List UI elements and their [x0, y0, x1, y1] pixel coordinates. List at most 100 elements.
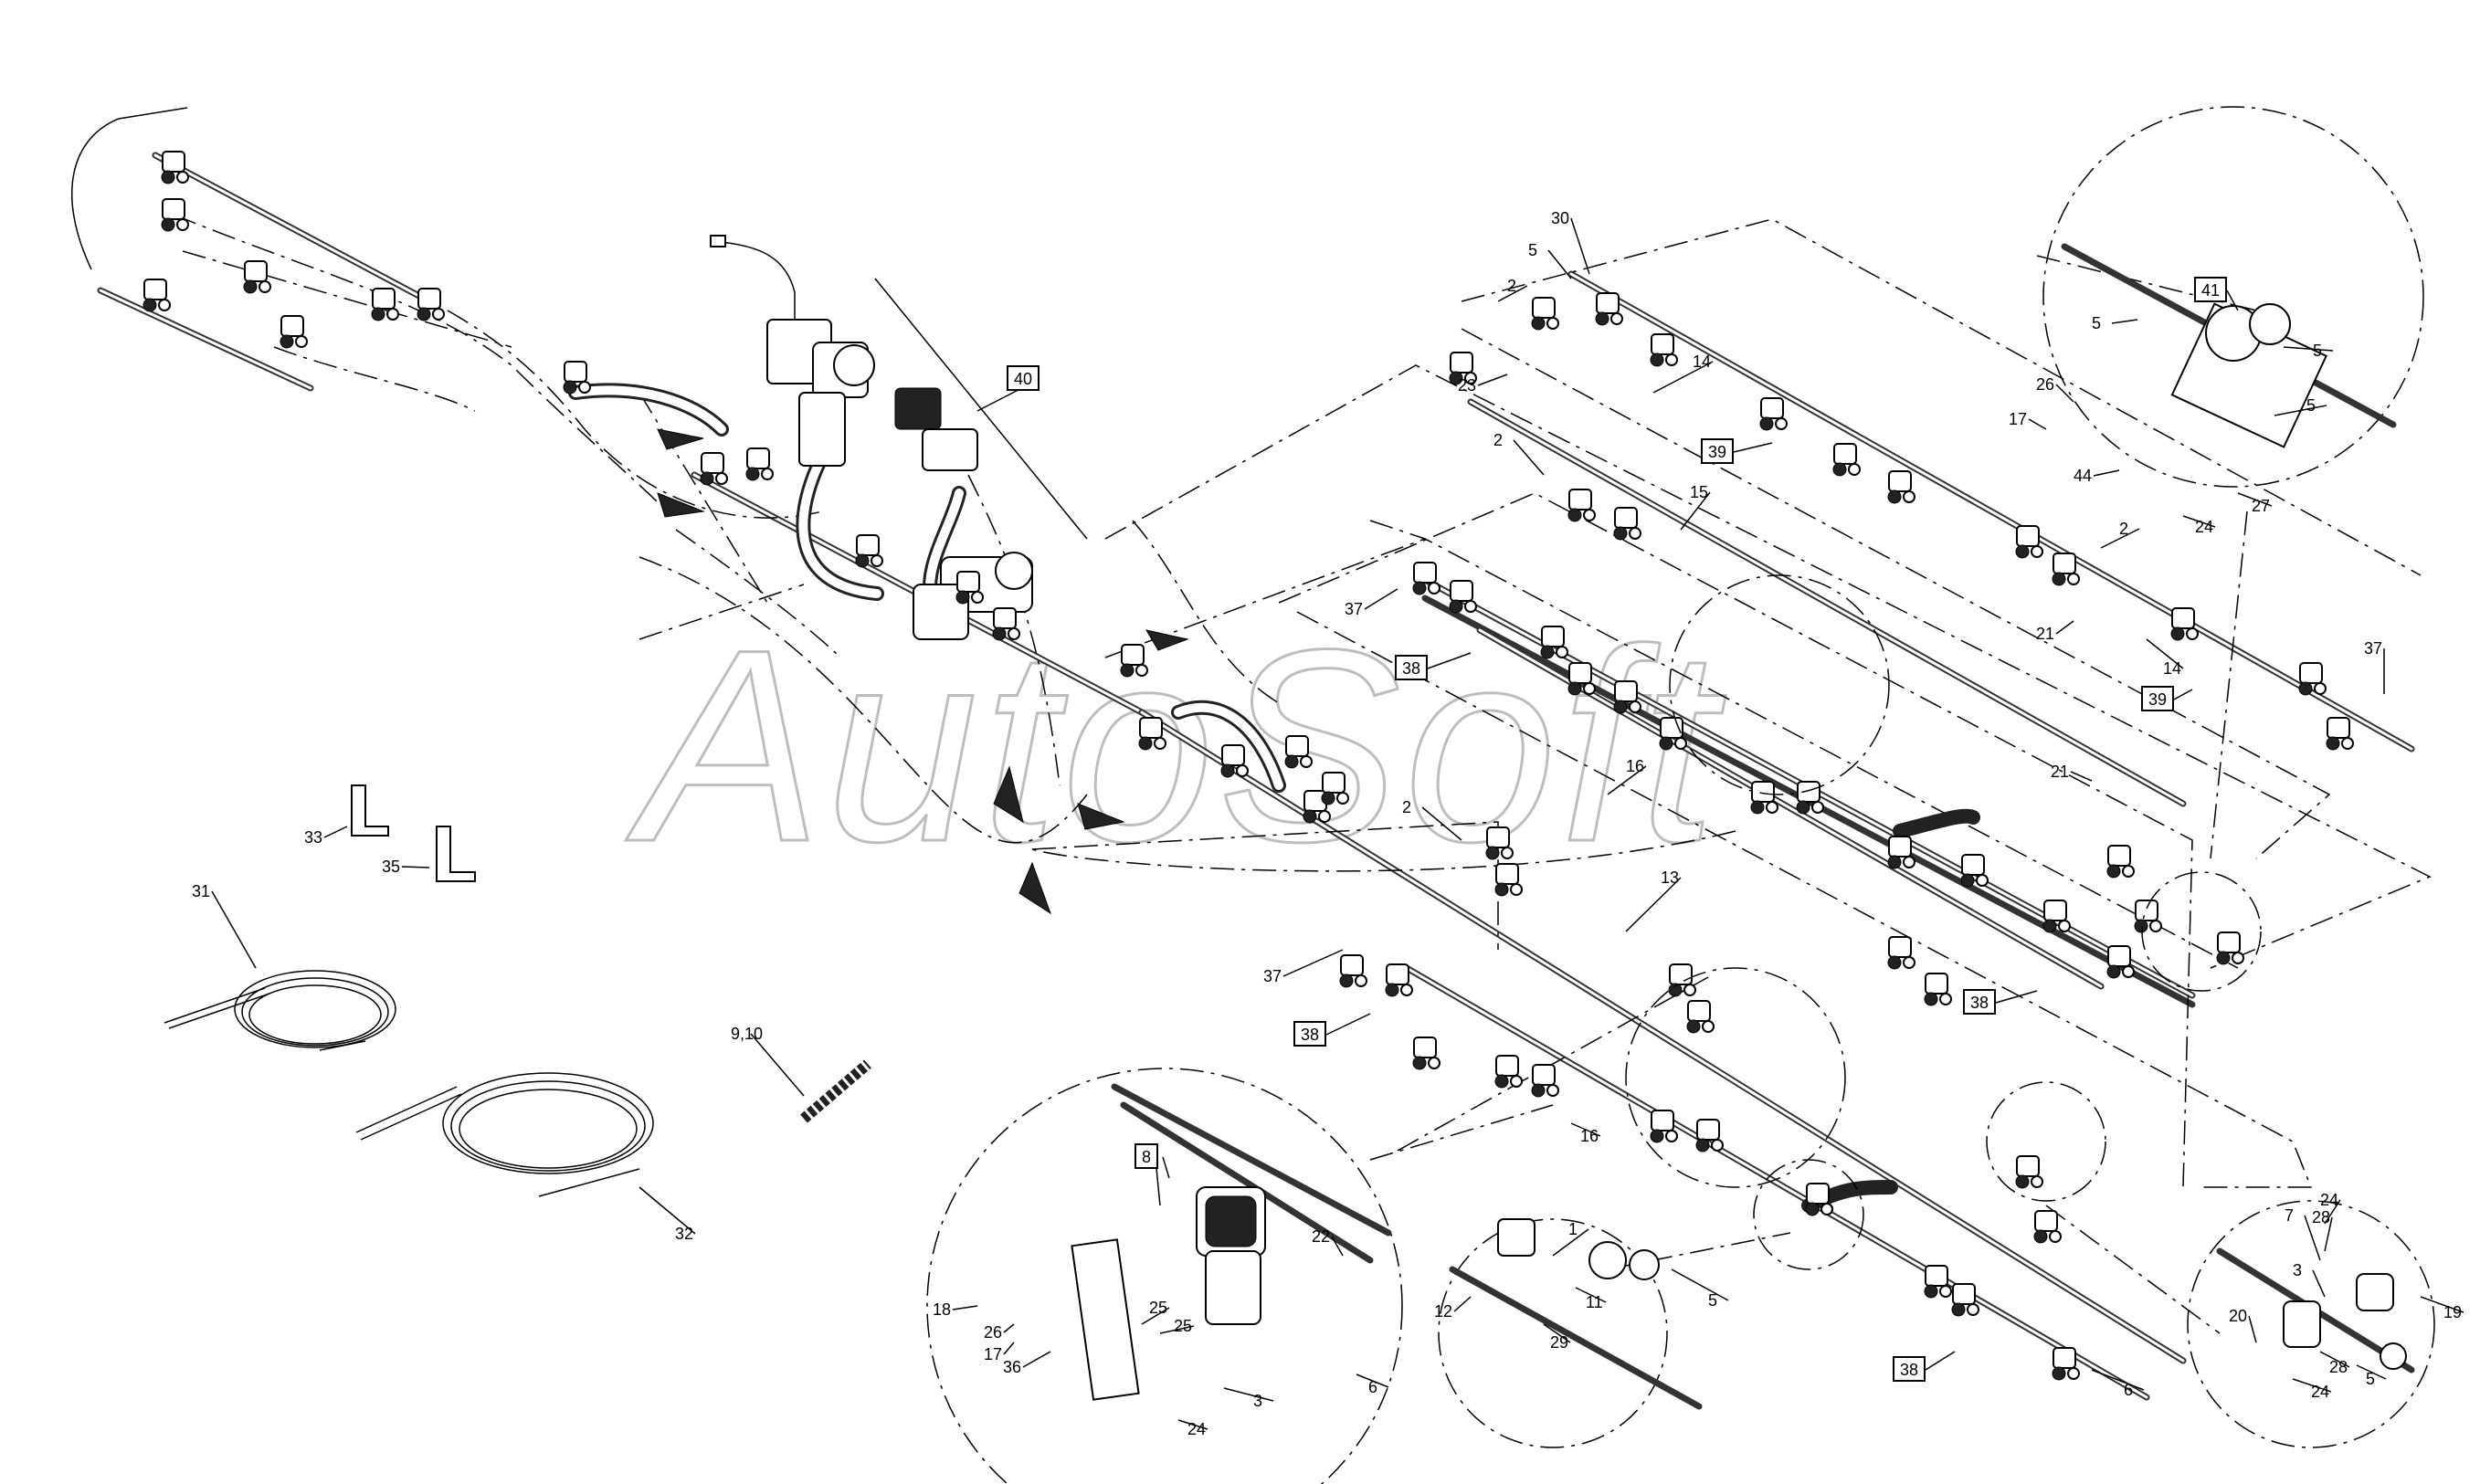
- callout-label: 14: [2163, 659, 2181, 678]
- leader-line: [2420, 1296, 2464, 1313]
- boxed-callout: 41: [2194, 277, 2227, 302]
- callout-label: 33: [304, 828, 322, 847]
- boxed-callout-label: 38: [1900, 1361, 1918, 1379]
- nozzle-clamp: [2326, 717, 2354, 751]
- leader-line: [1570, 217, 1590, 275]
- callout-label: 13: [1661, 868, 1679, 887]
- leader-line: [2312, 1269, 2326, 1298]
- callout-label: 23: [1458, 376, 1476, 395]
- leader-line: [2292, 1378, 2332, 1393]
- nozzle-clamp: [1613, 507, 1641, 541]
- leader-line: [2319, 1351, 2350, 1368]
- leader-line: [2304, 1215, 2321, 1261]
- nozzle-clamp: [1540, 626, 1568, 659]
- boxed-callout: 38: [1893, 1356, 1926, 1382]
- callout-label: 20: [2229, 1307, 2247, 1325]
- callout-label: 28: [2329, 1358, 2348, 1376]
- callout-label: 27: [2252, 497, 2270, 515]
- nozzle-clamp: [1321, 772, 1349, 805]
- nozzle-clamp: [1759, 397, 1788, 431]
- leader-line: [1453, 1296, 1472, 1312]
- nozzle-clamp: [1412, 562, 1441, 595]
- nozzle-clamp: [1494, 863, 1523, 897]
- leader-line: [1680, 491, 1711, 531]
- boxed-callout: 38: [1963, 989, 1996, 1015]
- boxed-callout: 8: [1134, 1143, 1158, 1169]
- callout-label: 28: [2312, 1208, 2330, 1226]
- nozzle-clamp: [161, 198, 189, 232]
- callout-label: 5: [2366, 1370, 2375, 1388]
- nozzle-clamp: [1650, 333, 1678, 367]
- nozzle-clamp: [161, 151, 189, 184]
- callout-label: 2: [1493, 431, 1503, 449]
- boxed-callout-label: 38: [1301, 1026, 1319, 1044]
- callout-label: 14: [1693, 353, 1711, 371]
- callout-label: 25: [1149, 1299, 1167, 1317]
- boxed-leader-line: [2226, 289, 2239, 311]
- nozzle-clamp: [2106, 845, 2135, 879]
- nozzle-clamp: [1339, 954, 1367, 988]
- nozzle-clamp: [1485, 826, 1514, 860]
- nozzle-clamp: [1567, 662, 1596, 696]
- callout-label: 31: [192, 882, 210, 900]
- boxed-callout-label: 40: [1014, 370, 1032, 388]
- leader-line: [1570, 1122, 1601, 1137]
- callout-label: 19: [2443, 1303, 2462, 1321]
- leader-line: [401, 866, 430, 868]
- callout-label: 24: [1187, 1420, 1206, 1438]
- nozzle-clamp: [2052, 1347, 2080, 1381]
- nozzle-clamp: [955, 571, 984, 605]
- leader-line: [1331, 1236, 1344, 1257]
- leader-line: [1477, 374, 1508, 386]
- spiral-wrap: [800, 1059, 871, 1123]
- nozzle-clamp: [2015, 1155, 2043, 1189]
- nozzle-clamp: [1412, 1037, 1441, 1070]
- nozzle-clamp: [2042, 900, 2071, 933]
- callout-label: 5: [2313, 342, 2322, 360]
- nozzle-clamp: [1887, 836, 1915, 869]
- callout-label: 11: [1586, 1293, 1603, 1311]
- callout-label: 37: [1345, 600, 1363, 618]
- nozzle-clamp: [1494, 1055, 1523, 1089]
- callout-label: 2: [2119, 520, 2128, 538]
- nozzle-clamp: [2052, 553, 2080, 586]
- leader-line: [2248, 1315, 2257, 1343]
- boxed-callout-label: 41: [2201, 281, 2220, 300]
- nozzle-clamp: [1887, 936, 1915, 970]
- leader-line: [1177, 1419, 1208, 1430]
- boxed-callout-label: 39: [2148, 690, 2167, 709]
- nozzle-clamp: [1805, 1183, 1833, 1216]
- leader-line: [1003, 1342, 1015, 1355]
- nozzle-clamp: [1531, 297, 1559, 331]
- leader-line: [2028, 418, 2047, 430]
- boxed-leader-line: [1925, 1351, 1956, 1371]
- boxed-leader-line: [1162, 1156, 1170, 1179]
- callout-label: 21: [2051, 763, 2069, 781]
- boxed-callout-label: 38: [1970, 994, 1989, 1012]
- leader-line: [1547, 249, 1572, 279]
- leader-line: [1003, 1323, 1015, 1333]
- callout-label: 24: [2320, 1191, 2338, 1209]
- nozzle-clamp: [1303, 790, 1331, 824]
- nozzle-clamp: [1120, 644, 1148, 678]
- callout-label: 16: [1626, 757, 1644, 775]
- leader-line: [2091, 1369, 2145, 1391]
- callout-label: 30: [1551, 209, 1569, 227]
- hose-coil-2: [355, 1072, 654, 1197]
- boxed-leader-line: [1325, 1013, 1371, 1036]
- callout-label: 1: [1568, 1220, 1578, 1238]
- boxed-callout-label: 38: [1402, 659, 1420, 678]
- loose-parts: [164, 784, 871, 1197]
- callout-label: 3: [2293, 1261, 2302, 1279]
- leader-line: [2055, 620, 2074, 635]
- nozzle-clamp: [700, 452, 728, 486]
- boxed-callout: 38: [1293, 1021, 1326, 1047]
- callout-label: 17: [2009, 410, 2027, 428]
- leader-line: [1497, 285, 1528, 302]
- nozzle-clamp: [1951, 1283, 1979, 1317]
- leader-line: [2146, 638, 2184, 669]
- nozzle-clamp: [992, 607, 1020, 641]
- leader-line: [952, 1305, 978, 1310]
